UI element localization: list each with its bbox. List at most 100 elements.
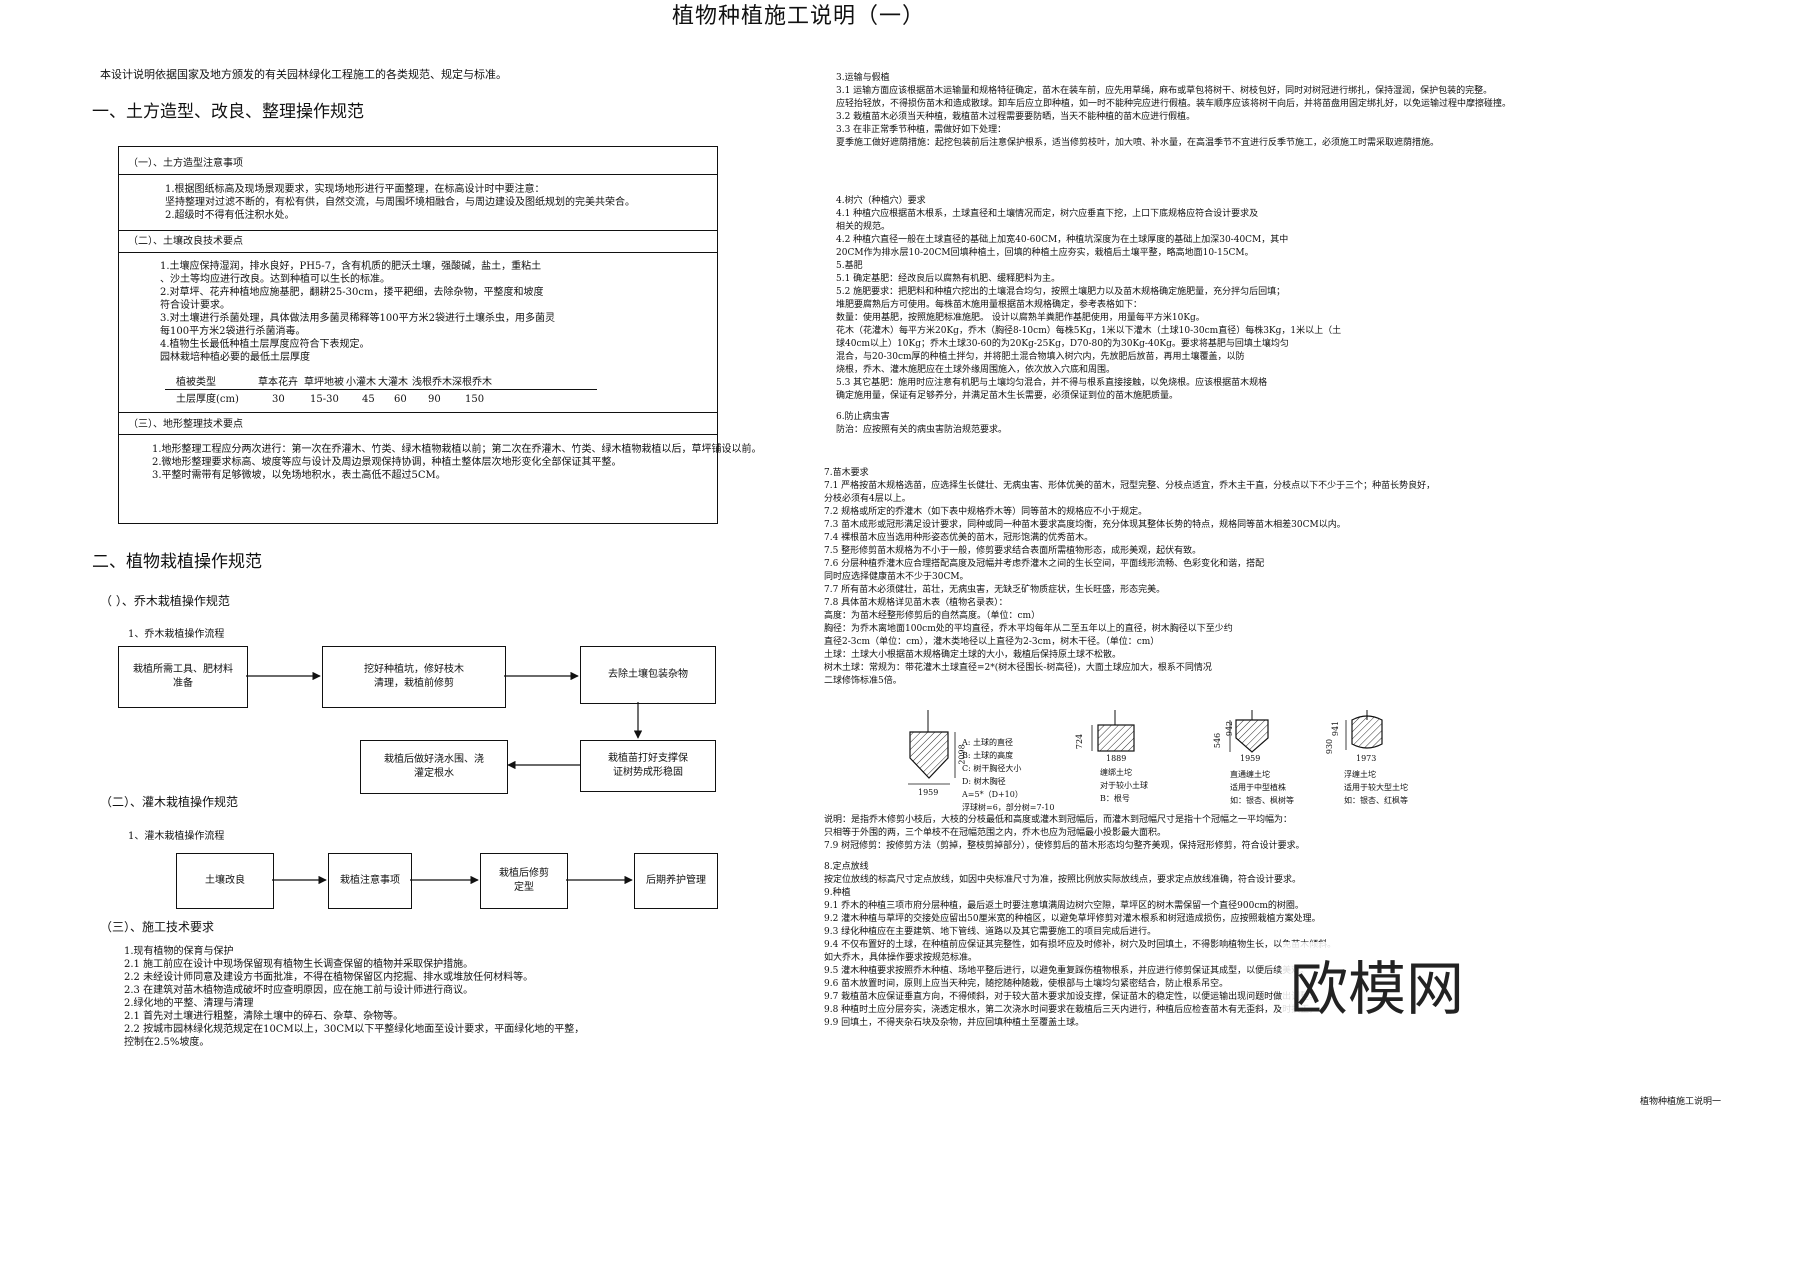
text-line: 2.3 在建筑对苗木植物造成破坏时应查明原因，应在施工前与设计师进行商议。 bbox=[124, 985, 474, 996]
table-header: 植被类型 bbox=[176, 377, 216, 388]
text-line: 4.植物生长最低种植土层厚度应符合下表规定。 bbox=[160, 339, 370, 350]
text-line: 如大乔木，具体操作要求按规范标准。 bbox=[824, 953, 978, 963]
legend-line: 浮球树=6，部分树=7-10 bbox=[962, 803, 1055, 812]
divider bbox=[118, 252, 718, 253]
text-line: 4.1 种植穴应根据苗木根系，土球直径和土壤情况而定，树穴应垂直下挖，上口下底规… bbox=[836, 209, 1259, 219]
legend-line: B: 土球的高度 bbox=[962, 751, 1014, 760]
text-line: 符合设计要求。 bbox=[160, 300, 230, 311]
table-cell: 60 bbox=[394, 394, 407, 405]
diagram2-legend: 缠绑土坨 对于较小土球 B：根号 bbox=[1100, 766, 1148, 805]
sub2-text: 1.土壤应保持湿润，排水良好，PH5-7，含有机质的肥沃土壤，强酸碱，盐土，重粘… bbox=[160, 260, 555, 364]
legend-line: 直通缠土坨 bbox=[1230, 770, 1270, 779]
legend-line: D: 树木胸径 bbox=[962, 777, 1006, 786]
legend-line: A: 土球的直径 bbox=[962, 738, 1014, 747]
text-line: 烧根，乔木、灌木施肥应在土球外缘周围施入，依次放入穴底和周围。 bbox=[836, 365, 1116, 375]
text-line: 7.7 所有苗木必须健壮，茁壮，无病虫害，无缺乏矿物质症状，生长旺盛，形态完美。 bbox=[824, 585, 1166, 595]
construction-req-title: （三）、施工技术要求 bbox=[100, 920, 215, 934]
text-line: 9.1 乔木的种植三项市府分层种植，最后返土时要注意填满周边树穴空隙，草坪区的树… bbox=[824, 901, 1304, 911]
text-line: 20CM作为排水层10-20CM回填种植土，回填的种植土应夯实，栽植后土壤平整，… bbox=[836, 248, 1254, 258]
text-line: 夏季施工做好遮荫措施：起挖包装前后注意保护根系，适当修剪枝叶，加大喷、补水量，在… bbox=[836, 138, 1440, 148]
text-line: 防治：应按照有关的病虫害防治规范要求。 bbox=[836, 425, 1008, 435]
dimension-label: 1959 bbox=[918, 788, 939, 797]
legend-line: 缠绑土坨 bbox=[1100, 768, 1132, 777]
root-ball-diagram-2 bbox=[1091, 710, 1135, 752]
text-line: 2.1 施工前应在设计中现场保留现有植物生长调查保留的植物并采取保护措施。 bbox=[124, 959, 474, 970]
table-cell: 150 bbox=[465, 394, 485, 405]
text-line: 8.定点放线 bbox=[824, 862, 869, 872]
text-line: 球40cm以上）10Kg；乔木土球30-60的为20Kg-25Kg，D70-80… bbox=[836, 339, 1289, 349]
text-line: 2.绿化地的平整、清理与清理 bbox=[124, 998, 254, 1009]
text-line: 坚持整理对过滤不断的，有松有供，自然交流，与周围坏境相融合，与周边建设及图纸规划… bbox=[165, 197, 635, 208]
text-line: 园林栽培种植必要的最低土层厚度 bbox=[160, 352, 310, 363]
text-line: 5.1 确定基肥：经改良后以腐熟有机肥、缓释肥料为主。 bbox=[836, 274, 1061, 284]
text-line: 2.1 首先对土壤进行粗整，清除土壤中的碎石、杂草、杂物等。 bbox=[124, 1011, 404, 1022]
sheet-footer: 植物种植施工说明一 bbox=[1640, 1097, 1722, 1107]
text-line: 9.6 苗木放置时间，原则上应当天种完，随挖随种随栽，使根部与土壤均匀紧密结合，… bbox=[824, 979, 1229, 989]
text-line: 3.平整时需带有足够微坡，以免场地积水，表土高低不超过5CM。 bbox=[152, 470, 446, 481]
brand-watermark-logo: 欧模网 bbox=[1282, 942, 1473, 1026]
table-header: 草本花卉 bbox=[258, 377, 298, 388]
text-line: 7.2 规格或所定的乔灌木（如下表中规格乔木等）同等苗木的规格应不小于规定。 bbox=[824, 507, 1148, 517]
text-line: 9.9 回填土，不得夹杂石块及杂物，并应回填种植土至覆盖土球。 bbox=[824, 1018, 1085, 1028]
text-line: 高度：为苗木经整形修剪后的自然高度。（单位：cm） bbox=[824, 611, 1041, 621]
text-line: 3.2 栽植苗木必须当天种植，栽植苗木过程需要要防晒，当天不能种植的苗木应进行假… bbox=[836, 112, 1196, 122]
planting-section: 说明：是指乔木修剪小枝后，大枝的分枝最低和高度或灌木到冠幅后，而灌木到冠幅尺寸是… bbox=[824, 814, 1336, 1030]
text-line: 7.9 树冠修剪：按修剪方法（剪掉，整枝剪掉部分），使修剪后的苗木形态均匀整齐美… bbox=[824, 841, 1305, 851]
text-line: 9.7 栽植苗木应保证垂直方向，不得倾斜，对于较大苗木要求加设支撑，保证苗木的稳… bbox=[824, 992, 1319, 1002]
text-line: 2.超级时不得有低注积水处。 bbox=[165, 210, 295, 221]
table-header: 大灌木 bbox=[378, 377, 408, 388]
shrub-planting-title: （二）、灌木栽植操作规范 bbox=[100, 795, 239, 809]
dimension-label: 724 bbox=[1075, 733, 1085, 750]
root-ball-diagrams bbox=[908, 710, 1383, 785]
text-line: 7.5 整形修剪苗木规格为不小于一般，修剪要求结合表面所需植物形态，成形美观，起… bbox=[824, 546, 1202, 556]
diagram1-legend: A: 土球的直径 B: 土球的高度 C: 树干胸径大小 D: 树木胸径 A=5*… bbox=[962, 736, 1054, 814]
text-line: 3.对土壤进行杀菌处理，具体做法用多菌灵稀释等100平方米2袋进行土壤杀虫，用多… bbox=[160, 313, 555, 324]
document-title: 植物种植施工说明（一） bbox=[672, 4, 926, 29]
text-line: 7.苗木要求 bbox=[824, 468, 869, 478]
dimension-label: 942 bbox=[1225, 720, 1235, 737]
divider bbox=[118, 230, 718, 231]
table-cell: 30 bbox=[272, 394, 285, 405]
text-line: 5.2 施肥要求：把肥料和种植穴挖出的土壤混合均匀，按照土壤肥力以及苗木规格确定… bbox=[836, 287, 1286, 297]
legend-line: B：根号 bbox=[1100, 794, 1130, 803]
section2-heading: 二、植物栽植操作规范 bbox=[92, 552, 262, 572]
table-row-label: 土层厚度(cm) bbox=[176, 394, 239, 405]
text-line: 1.地形整理工程应分两次进行：第一次在乔灌木、竹类、绿木植物栽植以前；第二次在乔… bbox=[152, 444, 762, 455]
text-line: 按定位放线的标高尺寸定点放线，如因中央标准尺寸为准，按照比例放实际放线点，要求定… bbox=[824, 875, 1302, 885]
legend-line: 如：银杏、枫树等 bbox=[1230, 796, 1294, 805]
flow1-step-support: 栽植苗打好支撑保 证树势成形稳固 bbox=[580, 740, 716, 792]
root-ball-diagram-4 bbox=[1345, 710, 1383, 750]
flow1-step-prepare: 栽植所需工具、肥材料 准备 bbox=[118, 646, 248, 708]
flow2-caption: 1、灌木栽植操作流程 bbox=[128, 831, 225, 842]
text-line: 7.1 严格按苗木规格选苗，应选择生长健壮、无病虫害、形体优美的苗木，冠型完整、… bbox=[824, 481, 1436, 491]
table-cell: 15-30 bbox=[310, 394, 339, 405]
text-line: 2.2 按城市园林绿化规范规定在10CM以上，30CM以下平整绿化地面至设计要求… bbox=[124, 1024, 585, 1035]
legend-line: 如：银杏、红枫等 bbox=[1344, 796, 1408, 805]
table-rule bbox=[165, 389, 597, 390]
text-line: 土球：土球大小根据苗木规格确定土球的大小，栽植后保持原土球不松散。 bbox=[824, 650, 1122, 660]
intro-text: 本设计说明依据国家及地方颁发的有关园林绿化工程施工的各类规范、规定与标准。 bbox=[100, 68, 507, 81]
legend-line: C: 树干胸径大小 bbox=[962, 764, 1022, 773]
flow2-step-soil: 土壤改良 bbox=[176, 853, 274, 909]
table-header: 浅根乔木 bbox=[412, 377, 452, 388]
diagram3-legend: 直通缠土坨 适用于中型植株 如：银杏、枫树等 bbox=[1230, 768, 1294, 807]
section1-heading: 一、土方造型、改良、整理操作规范 bbox=[92, 102, 364, 122]
text-line: 直径2-3cm（单位：cm），灌木类地径以上直径为2-3cm，树木干径。（单位：… bbox=[824, 637, 1160, 647]
construction-req-text: 1.现有植物的保育与保护 2.1 施工前应在设计中现场保留现有植物生长调查保留的… bbox=[124, 945, 584, 1049]
text-line: 9.5 灌木种植要求按照乔木种植、场地平整后进行，以避免重复踩伤植物根系，并应进… bbox=[824, 966, 1310, 976]
dimension-label: 1959 bbox=[1240, 754, 1261, 763]
pit-fertilizer-section: 4.树穴（种植穴）要求 4.1 种植穴应根据苗木根系，土球直径和土壤情况而定，树… bbox=[836, 195, 1341, 437]
text-line: 1.现有植物的保育与保护 bbox=[124, 946, 234, 957]
transport-section: 3.运输与假植 3.1 运输方面应该根据苗木运输量和规格特征确定，苗木在装车前，… bbox=[836, 72, 1511, 150]
flow1-step-remove-packaging: 去除土壤包装杂物 bbox=[580, 646, 716, 704]
table-cell: 45 bbox=[362, 394, 375, 405]
text-line: 堆肥要腐熟后方可使用。每株苗木施用量根据苗木规格确定，参考表格如下： bbox=[836, 300, 1143, 310]
sub3-text: 1.地形整理工程应分两次进行：第一次在乔灌木、竹类、绿木植物栽植以前；第二次在乔… bbox=[152, 443, 762, 482]
flow2-step-notes: 栽植注意事项 bbox=[328, 853, 412, 909]
table-header: 草坪地被 bbox=[304, 377, 344, 388]
text-line: 2.对草坪、花卉种植地应施基肥，翻耕25-30cm，搂平耙细，去除杂物，平整度和… bbox=[160, 287, 544, 298]
legend-line: 对于较小土球 bbox=[1100, 781, 1148, 790]
text-line: 9.4 不仅布置好的土球，在种植前应保证其完整性，如有损坏应及时修补，树穴及时回… bbox=[824, 940, 1337, 950]
dimension-label: 941 bbox=[1331, 720, 1341, 737]
